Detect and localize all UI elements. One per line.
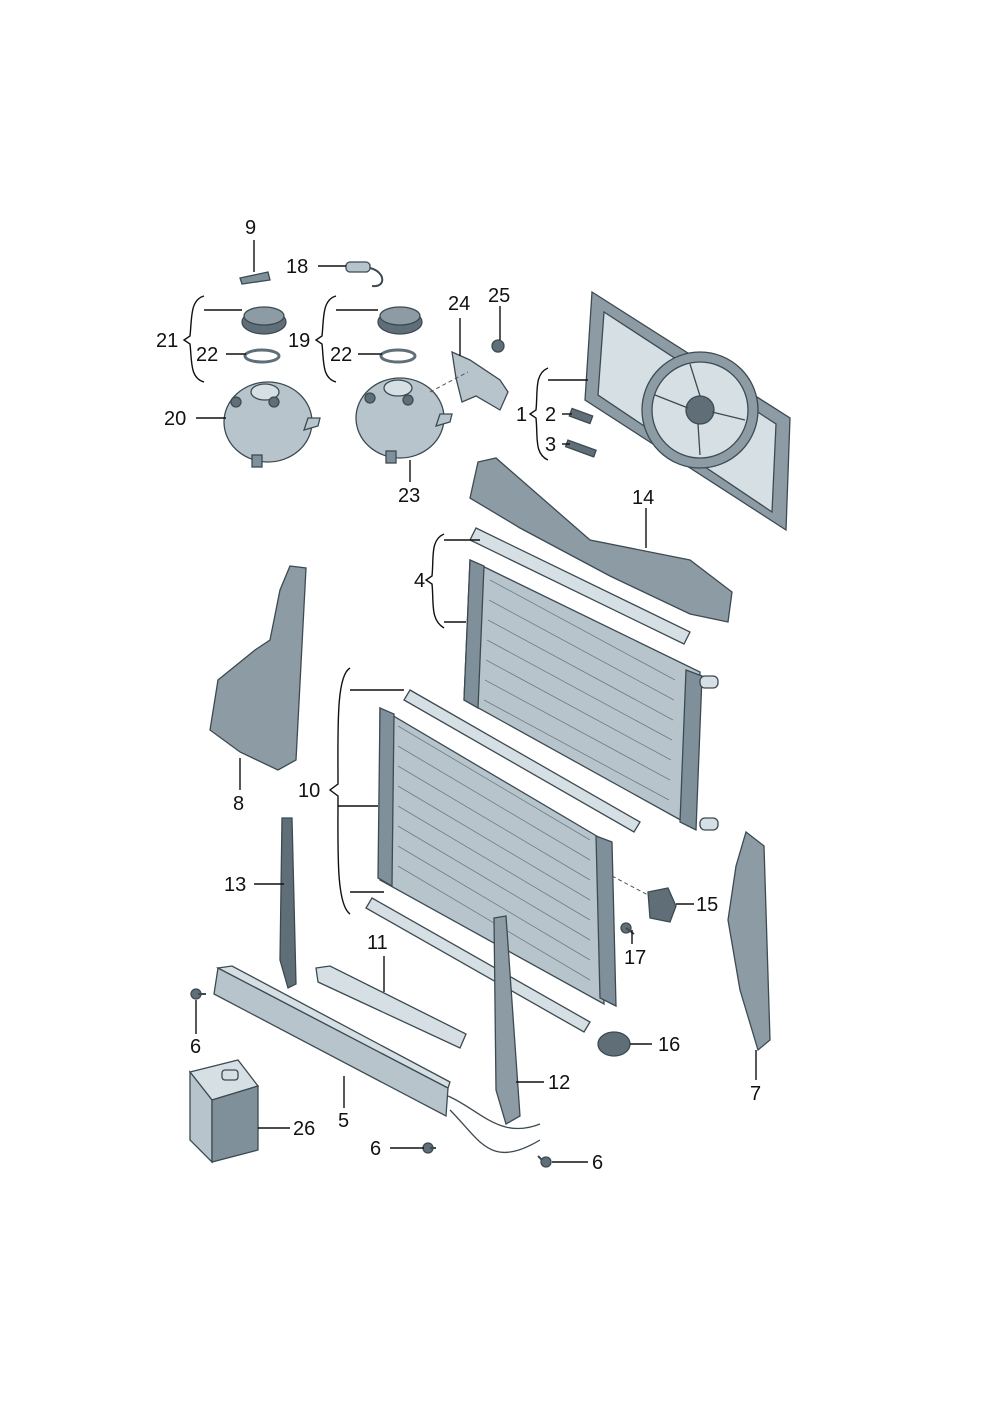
fan-shroud	[584, 290, 791, 532]
expansion-tank-right	[355, 377, 453, 464]
callout-17: 17	[624, 947, 646, 969]
seal-ring-right	[379, 348, 417, 364]
callout-23: 23	[398, 485, 420, 507]
seal-strip-3	[564, 439, 597, 458]
air-guide-upper	[469, 457, 733, 623]
callout-21: 21	[156, 330, 178, 352]
hose-clip-18	[345, 261, 384, 288]
callout-9: 9	[245, 217, 256, 239]
coolant-container	[188, 1059, 260, 1164]
filler-cap-right	[377, 306, 423, 335]
nut-25	[491, 339, 505, 353]
callout-26: 26	[293, 1118, 315, 1140]
callout-3: 3	[545, 434, 556, 456]
filler-cap-left	[241, 306, 287, 335]
callout-14: 14	[632, 487, 654, 509]
callout-11: 11	[367, 932, 388, 954]
bracket-24	[451, 350, 509, 411]
callout-2: 2	[545, 404, 556, 426]
brace-10	[328, 667, 351, 915]
callout-6-right: 6	[592, 1152, 603, 1174]
seal-strip-13	[279, 817, 297, 989]
clip-9	[239, 271, 271, 285]
callout-18: 18	[286, 256, 308, 278]
bolt-6c	[537, 1155, 552, 1168]
seal-strip-2	[568, 407, 594, 425]
air-deflector-lower	[315, 965, 467, 1049]
radiator-front	[365, 689, 641, 1033]
callout-8: 8	[233, 793, 244, 815]
brace-21	[182, 295, 205, 383]
brace-4	[424, 533, 445, 629]
side-air-guide-right	[727, 830, 771, 1052]
callout-4: 4	[414, 570, 425, 592]
bolt-6a	[190, 988, 206, 1000]
seal-ring-left	[243, 348, 281, 364]
callout-6-bottom: 6	[370, 1138, 381, 1160]
callout-1: 1	[516, 404, 527, 426]
callout-7: 7	[750, 1083, 761, 1105]
callout-22-right: 22	[330, 344, 352, 366]
side-air-guide-left	[209, 565, 307, 771]
bolt-17	[620, 922, 635, 935]
radiator-rear	[463, 527, 719, 832]
callout-22-left: 22	[196, 344, 218, 366]
callout-12: 12	[548, 1072, 570, 1094]
brace-1	[528, 367, 549, 461]
callout-13: 13	[224, 874, 246, 896]
callout-10: 10	[298, 780, 320, 802]
expansion-tank-left	[223, 381, 321, 468]
callout-25: 25	[488, 285, 510, 307]
callout-24: 24	[448, 293, 470, 315]
oil-cooler	[213, 965, 541, 1153]
assembly-line-sensor	[611, 875, 651, 897]
leader-lines	[195, 240, 757, 1163]
callout-5: 5	[338, 1110, 349, 1132]
air-guide-lower	[493, 915, 521, 1125]
assembly-line-bracket	[429, 371, 469, 393]
callout-6-left: 6	[190, 1036, 201, 1058]
callout-16: 16	[658, 1034, 680, 1056]
grommet-16	[597, 1031, 631, 1057]
callout-20: 20	[164, 408, 186, 430]
callout-15: 15	[696, 894, 718, 916]
bolt-6b	[422, 1142, 436, 1154]
sensor-15	[647, 887, 677, 923]
callout-19: 19	[288, 330, 310, 352]
brace-19	[314, 295, 337, 383]
